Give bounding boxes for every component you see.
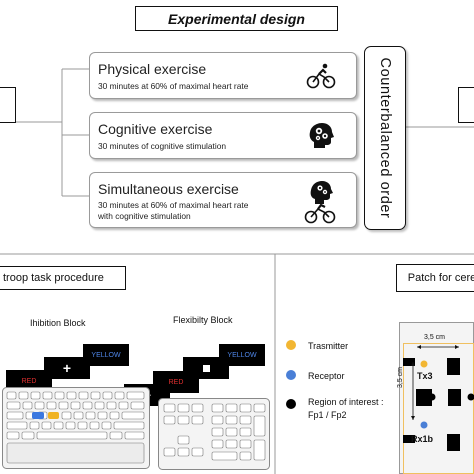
cue-square: [202, 364, 210, 372]
patch-annotations: [411, 345, 474, 429]
condition-desc: 30 minutes at 60% of maximal heart rate: [98, 81, 249, 91]
condition-desc: 30 minutes at 60% of maximal heart rate: [98, 200, 249, 210]
left-block-box: [0, 87, 16, 123]
counterbalanced-order-box: Counterbalanced order: [364, 46, 406, 230]
patch-black-block: [447, 358, 460, 375]
keyboard-left-icon: [2, 387, 150, 469]
brain-gears-icon: [309, 123, 334, 148]
transmitter-dot-icon: [286, 340, 296, 350]
patch-black-block: [403, 435, 415, 443]
roi-dot: [467, 393, 474, 401]
patch-title-box: Patch for cere: [396, 264, 474, 292]
condition-desc: 30 minutes of cognitive stimulation: [98, 141, 227, 151]
stroop-screen-red: RED: [6, 370, 52, 392]
title-text: Experimental design: [168, 10, 305, 27]
stimulus-word: YELLOW: [91, 351, 121, 359]
patch-black-block: [448, 389, 461, 406]
tx-label: Tx3: [417, 371, 433, 381]
experimental-design-title: Experimental design: [135, 6, 338, 31]
stroop-screen-yellow: YELLOW: [83, 344, 129, 366]
dim-vertical-label: 3,5 cm: [397, 366, 404, 388]
condition-desc-line2: with cognitive stimulation: [98, 211, 191, 221]
legend-dot: [286, 399, 296, 409]
stimulus-word: RED: [168, 378, 184, 386]
right-block-box: [458, 87, 474, 123]
patch-title: Patch for cere: [407, 272, 474, 284]
brain-cyclist-icon: [304, 181, 336, 224]
condition-cognitive-exercise: Cognitive exercise 30 minutes of cogniti…: [89, 112, 357, 159]
rx-label: Rx1b: [411, 434, 434, 444]
flexibility-block-label: Flexibilty Block: [173, 315, 233, 325]
roi-dot: [428, 393, 436, 401]
condition-simultaneous-exercise: Simultaneous exercise 30 minutes at 60% …: [89, 172, 357, 228]
patch-black-block: [403, 358, 415, 366]
keyboard-right-icon: [158, 398, 270, 470]
stimulus-word: RED: [21, 377, 37, 385]
stroop-title-box: troop task procedure: [0, 266, 126, 290]
stroop-title: troop task procedure: [3, 272, 104, 284]
legend-receptor-label: Receptor: [308, 371, 345, 381]
patch-black-block: [447, 434, 460, 451]
legend-dot: [286, 340, 296, 350]
fixation-cross: +: [62, 360, 72, 376]
stroop-screen-fixation: +: [44, 357, 90, 379]
condition-name: Cognitive exercise: [98, 121, 213, 137]
inhibition-block-label: Ihibition Block: [30, 318, 86, 328]
condition-name: Physical exercise: [98, 61, 207, 77]
condition-name: Simultaneous exercise: [98, 181, 239, 197]
rx-dot: [420, 421, 428, 429]
legend-dot: [286, 370, 296, 380]
condition-physical-exercise: Physical exercise 30 minutes at 60% of m…: [89, 52, 357, 99]
legend-roi-label-2: Fp1 / Fp2: [308, 410, 347, 420]
patch-black-block: [416, 389, 432, 406]
flex-screen-yellow: YELLOW: [219, 344, 265, 366]
tx-dot: [420, 360, 428, 368]
legend-transmitter-label: Trasmitter: [308, 341, 349, 351]
receptor-dot-icon: [286, 370, 296, 380]
cyclist-icon: [306, 63, 336, 89]
stimulus-word: YELLOW: [227, 351, 257, 359]
dim-horizontal-label: 3,5 cm: [424, 334, 446, 341]
roi-dot-icon: [286, 399, 296, 409]
legend-roi-label: Region of interest :: [308, 397, 384, 407]
